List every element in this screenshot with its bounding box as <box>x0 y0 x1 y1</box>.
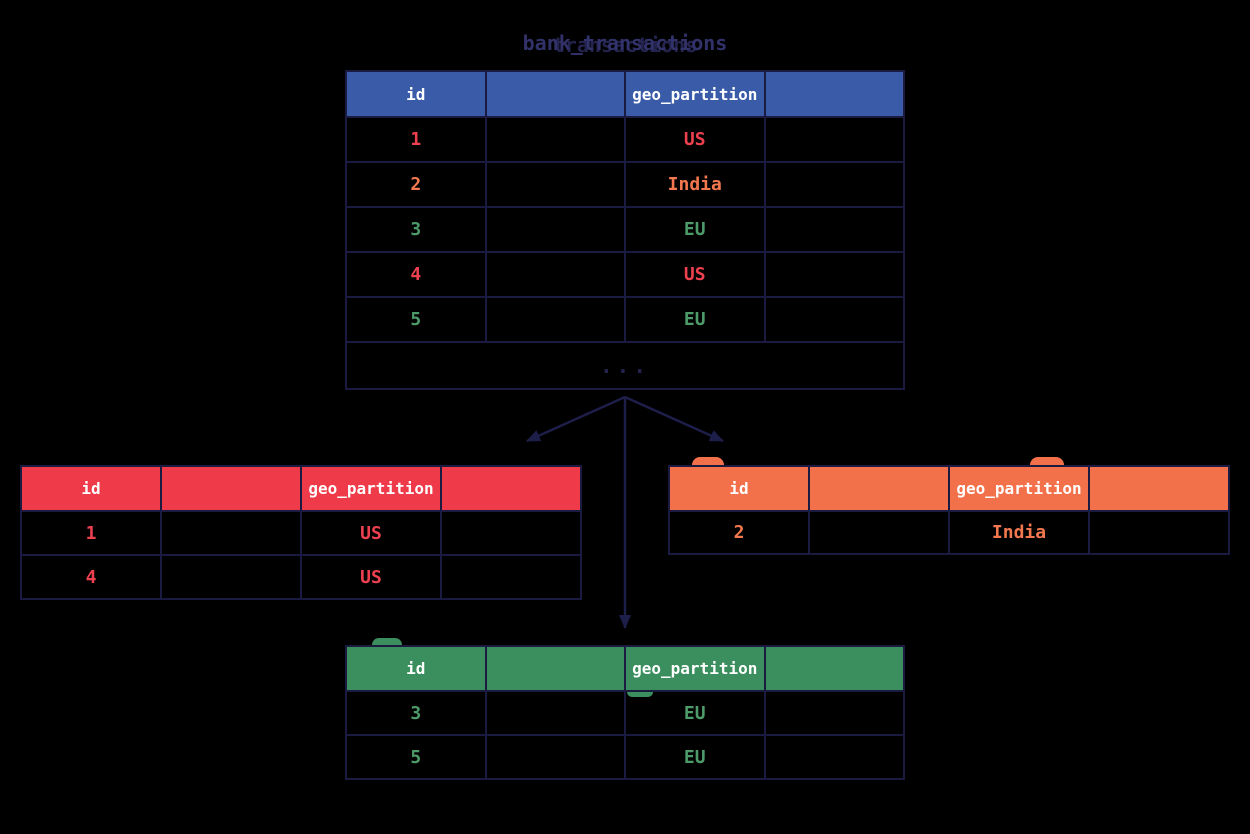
table-header-row: id geo_partition <box>670 467 1228 510</box>
header-cell-id: id <box>670 467 810 510</box>
cell-empty <box>766 163 904 206</box>
table-row: 3 EU <box>347 206 903 251</box>
bank-transactions-table: id geo_partition 1 US 2 India 3 EU 4 US <box>345 70 905 390</box>
header-cell-empty <box>442 467 580 510</box>
table-header-row: id geo_partition <box>347 647 903 690</box>
header-cell-geo-partition: geo_partition <box>950 467 1090 510</box>
table-row: 2 India <box>670 510 1228 553</box>
cell-empty <box>162 556 302 598</box>
header-cell-geo-partition: geo_partition <box>626 72 766 116</box>
table-row: 2 India <box>347 161 903 206</box>
cell-empty <box>487 253 626 296</box>
cell-geo: US <box>626 253 766 296</box>
header-cell-geo-partition: geo_partition <box>626 647 766 690</box>
cell-empty <box>766 118 904 161</box>
header-cell-geo-partition: geo_partition <box>302 467 442 510</box>
cell-empty <box>487 208 626 251</box>
diagram-title-text: bank_transactions <box>522 31 728 55</box>
table-header-row: id geo_partition <box>22 467 580 510</box>
cell-geo: India <box>626 163 766 206</box>
table-row: 3 EU <box>347 690 903 734</box>
cell-empty <box>162 512 302 554</box>
header-cell-id: id <box>347 647 487 690</box>
cell-id: 5 <box>347 736 487 778</box>
cell-empty <box>487 736 626 778</box>
cell-empty <box>487 692 626 734</box>
cell-empty <box>766 692 904 734</box>
table-row: 1 US <box>347 116 903 161</box>
table-row: 5 EU <box>347 296 903 341</box>
cell-empty <box>487 163 626 206</box>
table-row: 5 EU <box>347 734 903 778</box>
header-cell-empty <box>487 647 626 690</box>
header-cell-id: id <box>347 72 487 116</box>
header-cell-empty <box>810 467 950 510</box>
table-header-row: id geo_partition <box>347 72 903 116</box>
cell-id: 5 <box>347 298 487 341</box>
cell-empty <box>810 512 950 553</box>
clipped-icon-fragment <box>627 692 653 697</box>
header-cell-empty <box>1090 467 1228 510</box>
header-cell-empty <box>766 647 904 690</box>
header-cell-empty <box>487 72 626 116</box>
diagram-title-ghost: transactions <box>552 33 698 57</box>
diagram-title: transactions bank_transactions <box>345 31 905 61</box>
arrow-to-india-partition <box>624 395 724 443</box>
clipped-icon-fragment <box>1030 457 1064 465</box>
header-cell-empty <box>766 72 904 116</box>
cell-empty <box>442 512 580 554</box>
cell-empty <box>766 253 904 296</box>
cell-empty <box>766 298 904 341</box>
cell-id: 2 <box>670 512 810 553</box>
cell-empty <box>766 208 904 251</box>
table-row: 4 US <box>22 554 580 598</box>
cell-geo: EU <box>626 298 766 341</box>
ellipsis-row: ... <box>347 341 903 388</box>
india-partition-table: id geo_partition 2 India <box>668 465 1230 555</box>
cell-id: 3 <box>347 208 487 251</box>
cell-id: 3 <box>347 692 487 734</box>
us-partition-table: id geo_partition 1 US 4 US <box>20 465 582 600</box>
cell-empty <box>487 118 626 161</box>
cell-empty <box>442 556 580 598</box>
header-cell-id: id <box>22 467 162 510</box>
cell-geo: India <box>950 512 1090 553</box>
cell-id: 2 <box>347 163 487 206</box>
table-row: 4 US <box>347 251 903 296</box>
eu-partition-table: id geo_partition 3 EU 5 EU <box>345 645 905 780</box>
cell-geo: EU <box>626 692 766 734</box>
cell-empty <box>1090 512 1228 553</box>
arrow-to-us-partition <box>526 395 626 443</box>
clipped-icon-fragment <box>692 457 724 465</box>
cell-id: 4 <box>347 253 487 296</box>
clipped-icon-fragment <box>372 638 402 645</box>
cell-geo: US <box>302 556 442 598</box>
header-cell-empty <box>162 467 302 510</box>
cell-geo: US <box>626 118 766 161</box>
cell-empty <box>487 298 626 341</box>
cell-id: 4 <box>22 556 162 598</box>
table-row: 1 US <box>22 510 580 554</box>
cell-id: 1 <box>22 512 162 554</box>
cell-geo: EU <box>626 208 766 251</box>
cell-geo: EU <box>626 736 766 778</box>
cell-empty <box>766 736 904 778</box>
cell-geo: US <box>302 512 442 554</box>
cell-id: 1 <box>347 118 487 161</box>
